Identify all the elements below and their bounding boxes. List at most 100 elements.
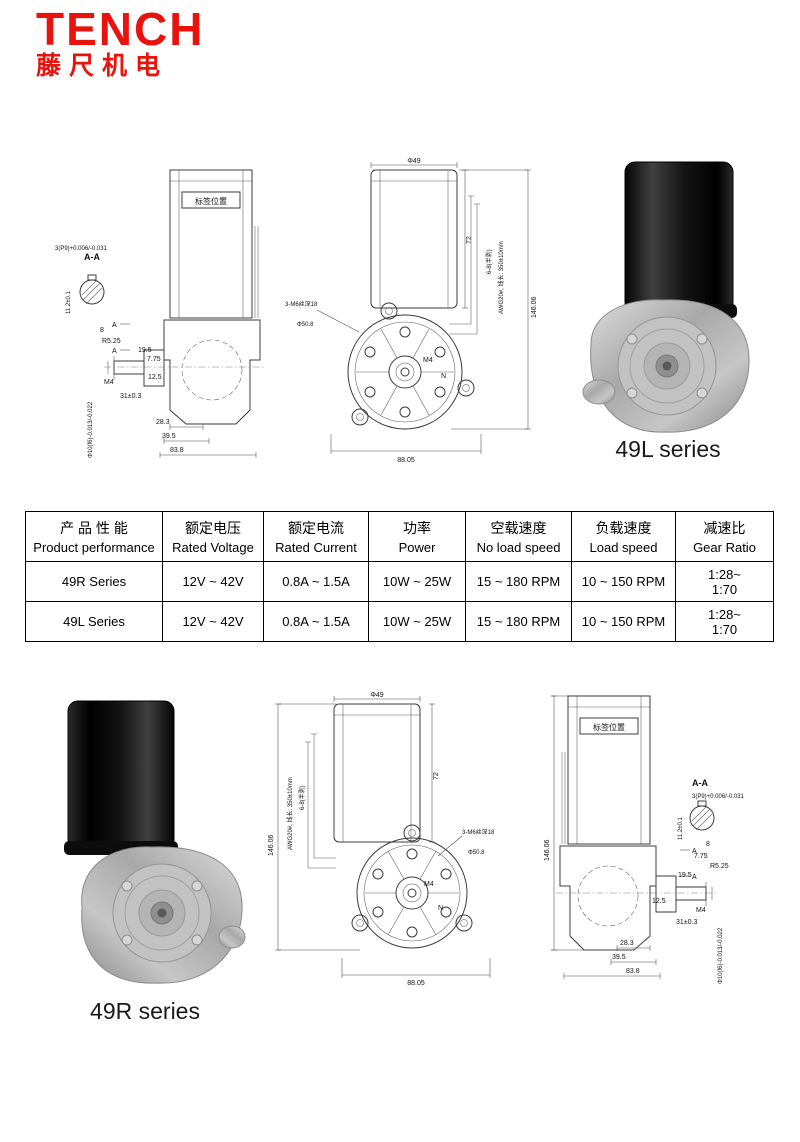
header-cn: 功率	[403, 520, 431, 536]
dim-125-label: 12.5	[148, 374, 162, 381]
header-gear-ratio: 减速比 Gear Ratio	[675, 511, 774, 562]
face-n-label: N	[441, 373, 446, 380]
dim-125-label: 12.5	[652, 898, 666, 905]
drawing-49l-side-view: 标签位置 A-A 3(P9)+0.006/-0.031 11.2±0.1 A A	[55, 169, 266, 458]
header-en: No load speed	[476, 540, 561, 555]
motor-outline	[169, 169, 259, 319]
header-en: Load speed	[589, 540, 658, 555]
drawing-49l-front-view: Φ49 72 146.06 6-8(半剥) AWG20#, 线长: 350±10…	[285, 158, 538, 464]
dim-838-label: 83.8	[170, 447, 184, 454]
header-en: Power	[398, 540, 436, 555]
dim-395-label: 39.5	[612, 954, 626, 961]
section-detail-aa	[689, 800, 715, 831]
cell-no-load-speed: 15 ~ 180 RPM	[465, 561, 572, 602]
dim-838-label: 83.8	[626, 968, 640, 975]
drawing-49r-front-view: 146.06 AWG20#, 线长: 350±10mm 6-8(半剥) Φ49 …	[268, 692, 495, 987]
dim-395-label: 39.5	[162, 433, 176, 440]
cell-gear-ratio: 1:28~ 1:70	[675, 561, 774, 602]
dim-phi49	[333, 696, 421, 702]
section-cut-marks	[120, 323, 130, 351]
motor-outline	[333, 703, 421, 843]
face-m4-label: M4	[424, 881, 434, 888]
photo-49r-motor	[64, 700, 246, 984]
section-cut-a-bottom: A	[112, 348, 117, 355]
dim-11-2-label: 11.2±0.1	[678, 816, 684, 840]
series-49r-label: 49R series	[90, 998, 200, 1024]
header-rated-voltage: 额定电压 Rated Voltage	[162, 511, 264, 562]
dim-775-label: 7.75	[694, 853, 708, 860]
cell-load-speed: 10 ~ 150 RPM	[571, 561, 676, 602]
cell-voltage: 12V ~ 42V	[162, 601, 264, 642]
wire-spec-label: AWG20#, 线长: 350±10mm	[497, 241, 505, 314]
dim-8805	[330, 434, 482, 454]
spec-table: 产 品 性 能 Product performance 额定电压 Rated V…	[25, 511, 774, 642]
dim-m4-label: M4	[696, 907, 706, 914]
dim-14606-label: 146.06	[544, 839, 551, 861]
wire-strip-label: 6-8(半剥)	[485, 249, 493, 274]
dim-195-label: 19.5	[138, 347, 152, 354]
dim-m4-label: M4	[104, 379, 114, 386]
cell-gear-ratio: 1:28~ 1:70	[675, 601, 774, 642]
dim-195-label: 19.5	[678, 872, 692, 879]
dim-14606-label: 146.06	[268, 834, 275, 856]
cell-voltage: 12V ~ 42V	[162, 561, 264, 602]
section-cut-a-top: A	[692, 848, 697, 855]
wire-spec-label: AWG20#, 线长: 350±10mm	[286, 777, 294, 850]
drawing-49r-side-view: 146.06 标签位置 A-A 3(P9)+0.006/-0.031	[544, 695, 745, 984]
dim-r525-label: R5.25	[710, 863, 729, 870]
motor-outline	[370, 169, 458, 309]
section-detail-aa	[79, 274, 105, 305]
table-header-row: 产 品 性 能 Product performance 额定电压 Rated V…	[25, 511, 774, 562]
motor-cylinder-photo	[621, 161, 737, 318]
face-n-label: N	[438, 905, 443, 912]
header-cn: 额定电流	[288, 520, 344, 536]
header-rated-current: 额定电流 Rated Current	[263, 511, 369, 562]
dim-14606	[551, 695, 584, 951]
face-m4-label: M4	[423, 357, 433, 364]
dim-775-label: 7.75	[147, 356, 161, 363]
cell-no-load-speed: 15 ~ 180 RPM	[465, 601, 572, 642]
label-position-text: 标签位置	[593, 722, 625, 732]
header-power: 功率 Power	[368, 511, 466, 562]
dim-8805	[341, 958, 491, 978]
dim-8-label: 8	[100, 327, 104, 334]
motor-outline	[561, 695, 651, 845]
m6-callout	[316, 309, 360, 333]
dim-shaft-label: Φ10(f6)-0.013/-0.022	[88, 401, 94, 458]
section-cut-marks	[680, 849, 690, 877]
header-cn: 额定电压	[185, 520, 241, 536]
pin-tolerance-label: 3(P9)+0.006/-0.031	[55, 246, 108, 252]
gearbox-photo	[81, 846, 246, 984]
header-product-performance: 产 品 性 能 Product performance	[25, 511, 163, 562]
brand-logo: TENCH 藤尺机电	[36, 6, 204, 79]
wire-strip-label: 6-8(半剥)	[298, 785, 306, 810]
cell-current: 0.8A ~ 1.5A	[263, 561, 369, 602]
dim-31-label: 31±0.3	[120, 393, 141, 400]
cell-current: 0.8A ~ 1.5A	[263, 601, 369, 642]
gearbox-outline	[104, 319, 266, 425]
dimension-lines	[107, 356, 257, 458]
section-cut-a-top: A	[112, 322, 117, 329]
pin-tolerance-label: 3(P9)+0.006/-0.031	[692, 794, 745, 800]
header-cn: 负载速度	[595, 520, 652, 536]
header-en: Rated Current	[275, 540, 357, 555]
section-cut-a-bottom: A	[692, 874, 697, 881]
dim-14606	[451, 169, 531, 430]
brand-logo-chinese: 藤尺机电	[36, 52, 169, 80]
dim-r525-label: R5.25	[102, 338, 121, 345]
dim-14606-label: 146.06	[531, 296, 538, 318]
m6-thread-label: 3-M6丝深18	[285, 300, 318, 308]
header-en: Gear Ratio	[693, 540, 756, 555]
section-aa-label: A-A	[84, 252, 100, 262]
m6-callout	[437, 835, 463, 857]
dim-14606	[275, 703, 360, 951]
dim-508-label: Φ50.8	[468, 850, 485, 856]
dim-283-label: 28.3	[620, 940, 634, 947]
label-position-text: 标签位置	[195, 196, 227, 206]
brand-logo-text: TENCH	[36, 3, 205, 55]
dim-31-label: 31±0.3	[676, 919, 697, 926]
dim-phi49-label: Φ49	[370, 692, 383, 699]
header-load-speed: 负载速度 Load speed	[571, 511, 676, 562]
header-en: Rated Voltage	[172, 540, 254, 555]
table-row-49r: 49R Series 12V ~ 42V 0.8A ~ 1.5A 10W ~ 2…	[25, 561, 774, 602]
